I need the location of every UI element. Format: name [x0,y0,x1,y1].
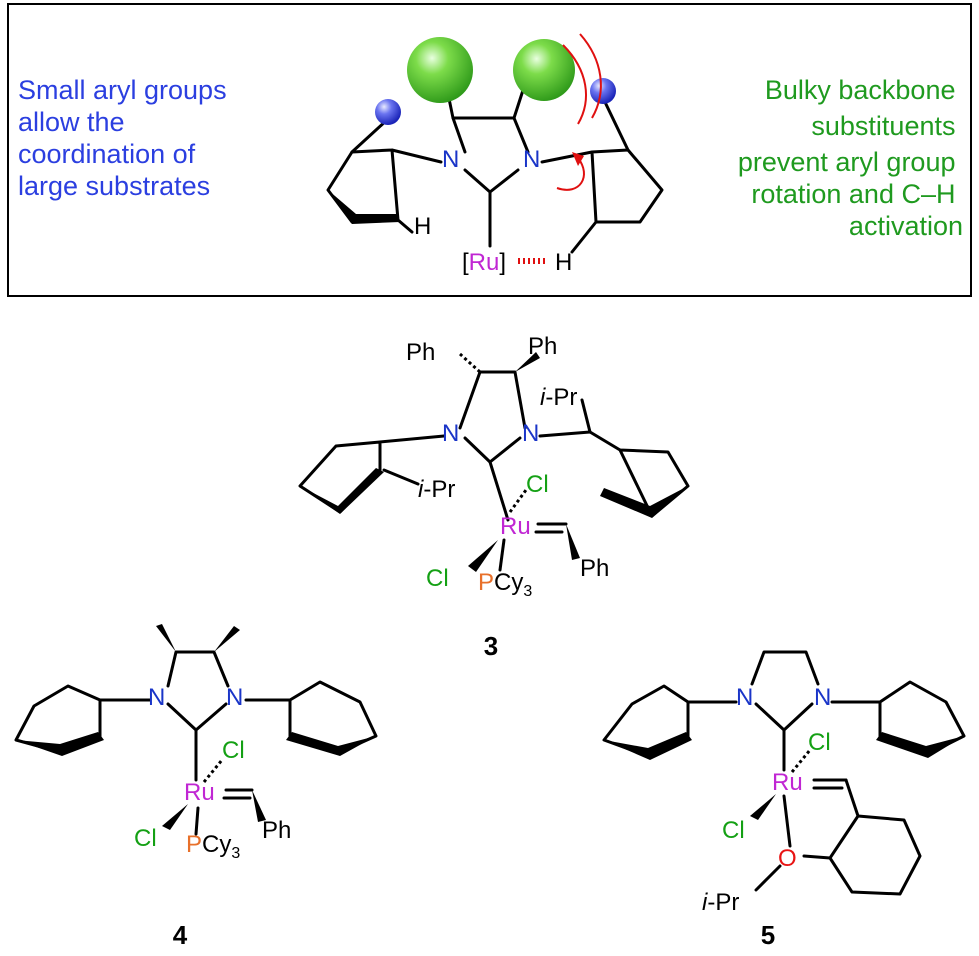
c4-methyl-left-wedge [156,624,176,652]
c3-ipr-top-bond [580,398,592,434]
c4-cl-wedge [162,804,188,830]
clash-arc-inner [562,44,587,125]
right-backbone-sphere [513,39,575,101]
c5-benzylidene-ring [828,778,922,896]
rotation-arrow-head [572,152,584,166]
c4-ru: Ru [184,779,215,806]
c3-pcy3: PCy3 [478,569,532,600]
compound-4: N N Ru Cl Cl PCy3 Ph 4 [14,624,378,950]
c5-n-left: N [736,684,753,711]
concept-panel: Small aryl groups allow the coordination… [7,3,972,297]
right-ortho-methyl-sphere [590,78,616,104]
c4-cl-bottom: Cl [134,825,157,852]
c3-n-left: N [442,420,459,447]
c4-methyl-right-wedge [214,626,240,652]
panel-ortho-h: H [414,213,431,240]
c4-n-left: N [148,684,165,711]
c3-ph-left: Ph [406,339,435,366]
panel-nhc-structure: N N H [Ru] H [326,33,664,276]
c3-ph-wedge [566,524,580,560]
c5-cl-top: Cl [808,729,831,756]
c5-n-right: N [814,684,831,711]
c3-ph-right: Ph [528,333,557,360]
left-backbone-sphere [407,37,473,103]
c3-cl-hash [508,489,528,513]
c5-ring-bonds [750,650,820,732]
panel-right-h-bond [570,220,598,254]
c4-p-bond [194,806,200,836]
left-ortho-methyl-sphere [375,99,401,125]
c3-ipr-top: i-Pr [540,384,577,411]
panel-n-left: N [442,146,459,173]
c4-ph-wedge [252,790,266,822]
c3-ru-bond [488,460,510,522]
c5-left-aryl-wedge [604,732,692,760]
panel-left-aryl-wedge [328,190,400,224]
note-right: Bulky backbone substituents prevent aryl… [738,75,963,241]
rotation-arrow [556,157,585,191]
panel-right-methyl-bond [602,98,630,152]
clash-arc-outer [579,33,602,119]
compound-5: N N Ru Cl Cl O i-Pr 5 [602,650,966,950]
c4-cl-hash [202,759,224,783]
c5-cl-bottom: Cl [722,817,745,844]
c4-right-aryl-wedge [286,732,376,756]
panel-left-h-bond [396,218,414,234]
c3-wedge-bond [515,352,540,372]
c4-pcy3: PCy3 [186,831,240,862]
c4-left-aryl-wedge [16,732,104,756]
c3-cl-bottom: Cl [426,565,449,592]
note-left: Small aryl groups allow the coordination… [18,75,234,201]
panel-agostic-h: H [555,249,572,276]
compound-5-label: 5 [761,920,775,950]
compound-3: Ph Ph i-Pr i-Pr N N Ru Cl Cl PCy3 Ph 3 [298,333,690,661]
c5-cl-hash [790,749,812,773]
c4-ph-carbene: Ph [262,817,291,844]
c5-cl-wedge [750,794,776,820]
c3-ipr-bottom-bond [382,468,420,486]
compound-3-label: 3 [484,631,498,661]
c3-ph-carbene: Ph [580,555,609,582]
c5-o: O [778,845,797,872]
c4-n-right: N [226,684,243,711]
c3-cl-top: Cl [526,471,549,498]
c3-p-bond [498,538,506,572]
c4-ring-bonds [166,650,230,732]
c5-right-aryl-wedge [876,732,964,758]
compound-4-label: 4 [173,920,188,950]
panel-ru-label: [Ru] [462,249,506,276]
c3-hash-bond [458,352,482,374]
c3-cl-wedge [468,540,498,572]
c5-o-aryl-bond [802,854,832,860]
panel-n-right: N [523,146,540,173]
panel-left-methyl-bond [350,117,390,154]
c5-ipr: i-Pr [702,889,739,916]
c5-o-ipr-bond [754,864,782,892]
c3-ring-bonds [458,370,527,464]
c3-n-right: N [522,420,539,447]
c5-ru-o-bond [782,794,792,848]
c3-ipr-bottom: i-Pr [418,476,455,503]
c3-ru: Ru [500,513,531,540]
c3-right-aryl-wedge [600,486,688,518]
c4-cl-top: Cl [222,737,245,764]
c5-ru: Ru [772,769,803,796]
c3-left-aryl-wedge [300,468,384,514]
